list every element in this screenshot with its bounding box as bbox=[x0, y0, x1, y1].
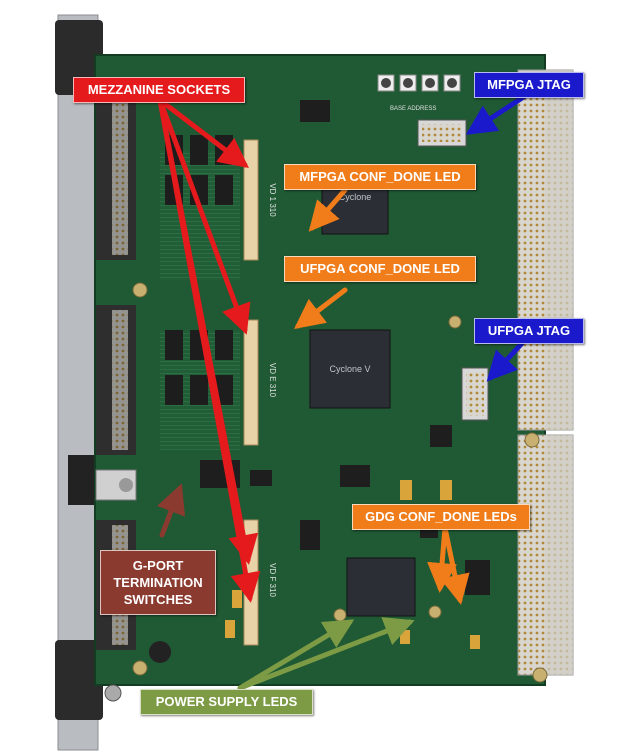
front-connector-2-pins bbox=[112, 310, 128, 450]
mezzanine-socket-2 bbox=[243, 319, 259, 446]
mezzanine-arrows bbox=[157, 97, 261, 603]
coax-center bbox=[119, 478, 133, 492]
mfpga-jtag-header-pins bbox=[422, 124, 462, 142]
front-connector-1-pins bbox=[112, 100, 128, 255]
panel-ejector-bottom bbox=[55, 640, 103, 720]
power-led-arrows bbox=[237, 617, 415, 691]
callout-mfpga-conf-done-led: MFPGA CONF_DONE LED bbox=[284, 164, 476, 190]
mfpga-chip-brand: Cyclone bbox=[339, 192, 372, 202]
inductor bbox=[149, 641, 171, 663]
socket-code-2: VD E 310 bbox=[268, 363, 277, 398]
callout-ufpga-conf-done-led: UFPGA CONF_DONE LED bbox=[284, 256, 476, 282]
callout-mezzanine-sockets: MEZZANINE SOCKETS bbox=[73, 77, 245, 103]
panel-ejector-top bbox=[55, 20, 103, 95]
screw bbox=[104, 684, 122, 702]
ufpga-chip bbox=[309, 329, 391, 409]
callout-gport-termination-switches: G-PORT TERMINATION SWITCHES bbox=[100, 550, 216, 615]
socket-code-1: VD 1 310 bbox=[268, 183, 277, 217]
ufpga-chip-brand: Cyclone V bbox=[329, 364, 370, 374]
conf-done-arrows bbox=[294, 187, 470, 605]
gport-arrow bbox=[157, 483, 186, 538]
mounting-holes bbox=[132, 282, 548, 683]
base-address-switches bbox=[377, 74, 461, 92]
callout-gdg-conf-done-leds: GDG CONF_DONE LEDs bbox=[352, 504, 530, 530]
ufpga-jtag-header-pins bbox=[466, 372, 484, 416]
base-address-label: BASE ADDRESS bbox=[390, 106, 436, 112]
front-panel bbox=[57, 14, 99, 751]
gdg-chip bbox=[346, 557, 416, 617]
backplane-connector-bottom-body bbox=[545, 435, 573, 675]
backplane-connector-top-body bbox=[545, 70, 573, 430]
callout-power-supply-leds: POWER SUPPLY LEDS bbox=[140, 689, 313, 715]
callout-mfpga-jtag: MFPGA JTAG bbox=[474, 72, 584, 98]
socket-code-3: VD F 310 bbox=[268, 563, 277, 597]
callout-ufpga-jtag: UFPGA JTAG bbox=[474, 318, 584, 344]
mezzanine-socket-1 bbox=[243, 139, 259, 261]
jtag-arrows bbox=[465, 93, 528, 382]
